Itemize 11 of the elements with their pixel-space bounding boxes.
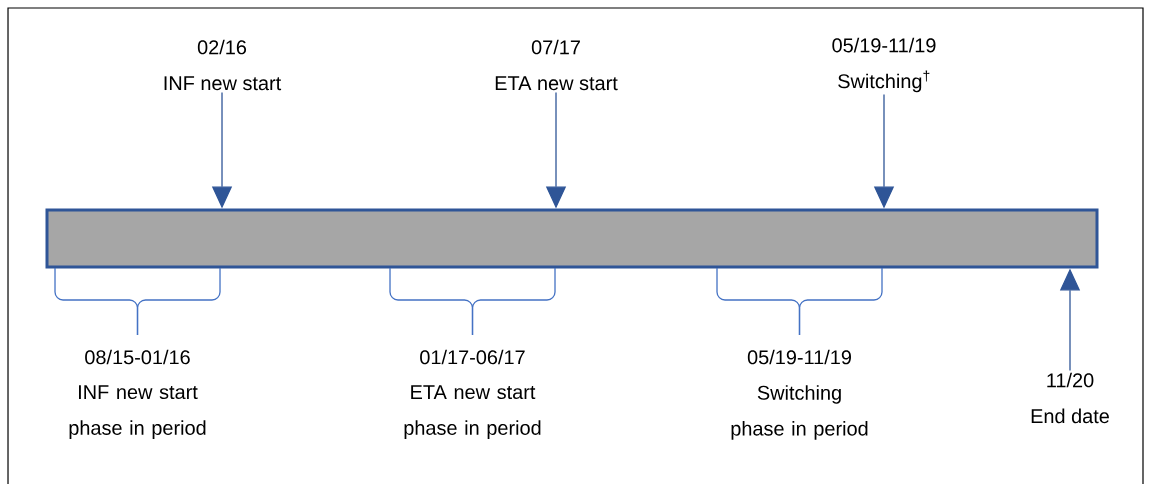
event-label: 11/20 End date (1031, 372, 1109, 424)
timeline-bar (45, 208, 1099, 269)
event-label: 05/19-11/19 Switching$^{†}$ (832, 37, 936, 93)
period-label: INF new start phase in period (69, 385, 206, 439)
event-label: 07/17 ETA new start (495, 39, 618, 91)
period-label: 05/19-11/19 (747, 349, 851, 365)
event-label: 02/16 INF new start (164, 39, 282, 91)
period-label: 08/15-01/16 (85, 349, 190, 365)
period-label: Switching phase in period (731, 385, 868, 440)
period-label: 01/17-06/17 (420, 349, 525, 365)
period-label: ETA new start phase in period (404, 385, 541, 439)
